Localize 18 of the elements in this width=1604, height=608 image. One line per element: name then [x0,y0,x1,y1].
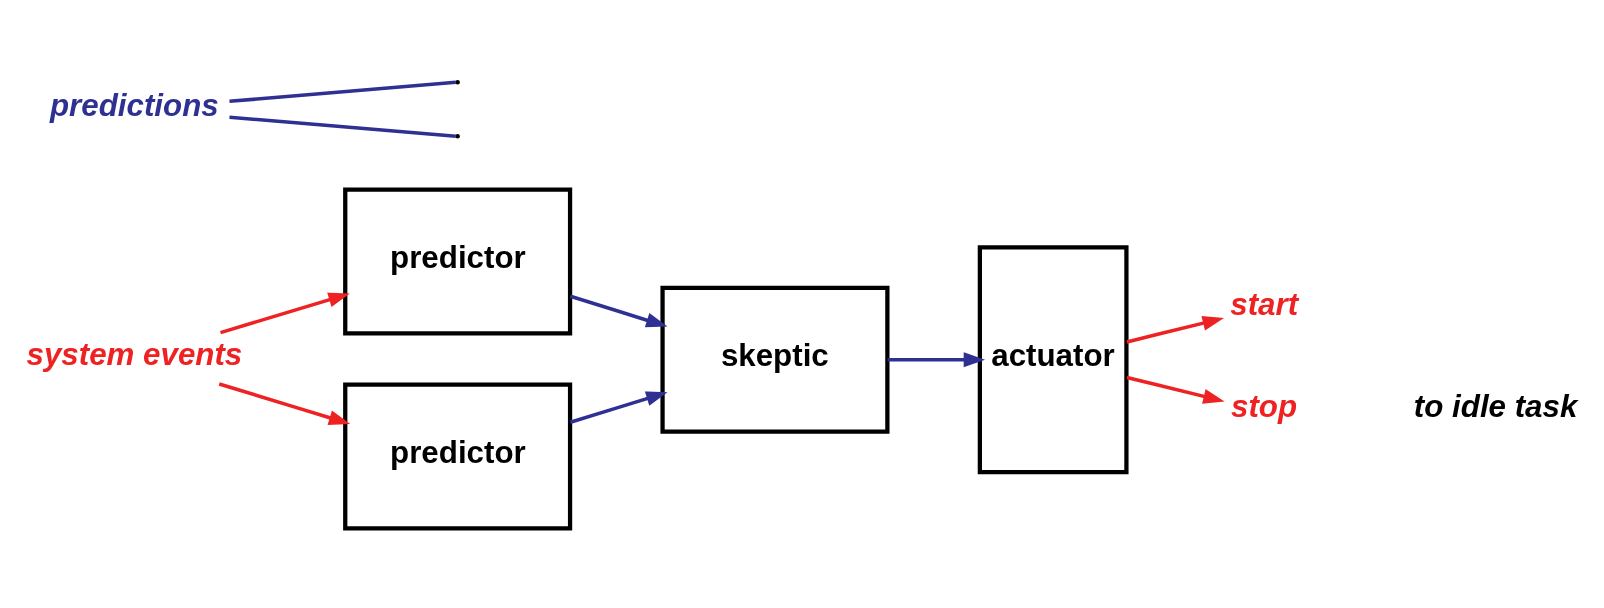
node-box: predictor [343,381,573,530]
arrow [887,351,986,367]
arrow [1126,375,1225,404]
node-box: actuator [977,244,1129,474]
node-text: system events [26,336,243,372]
node-box: predictor [343,187,573,335]
node-box: skeptic [660,285,890,434]
node-text: predictions [50,87,219,123]
arrow [569,390,668,424]
connector [229,80,456,103]
connector [229,114,456,138]
label: to idle task [1413,388,1578,424]
arrow [1126,315,1224,344]
arrow [220,292,350,334]
arrow [218,381,351,425]
node-text: start [1230,286,1299,322]
arrow [569,294,668,327]
node-text: stop [1231,388,1298,424]
